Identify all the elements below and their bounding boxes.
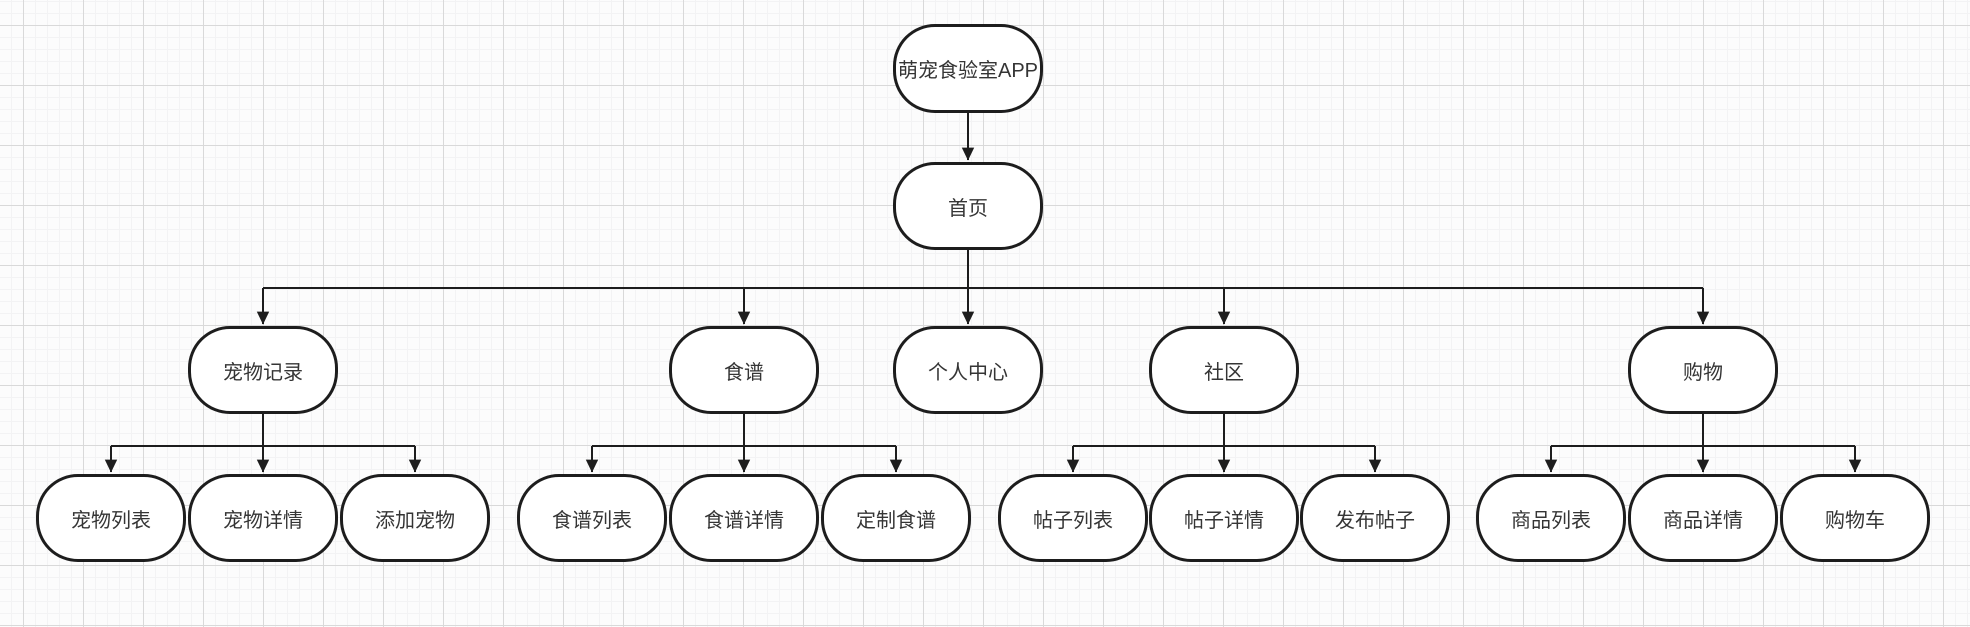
node-product-detail[interactable]: 商品详情 xyxy=(1628,474,1778,562)
node-post-detail[interactable]: 帖子详情 xyxy=(1149,474,1299,562)
node-recipe-detail[interactable]: 食谱详情 xyxy=(669,474,819,562)
node-profile-center[interactable]: 个人中心 xyxy=(893,326,1043,414)
node-pet-list[interactable]: 宠物列表 xyxy=(36,474,186,562)
node-pet-records[interactable]: 宠物记录 xyxy=(188,326,338,414)
node-add-pet[interactable]: 添加宠物 xyxy=(340,474,490,562)
node-custom-recipe[interactable]: 定制食谱 xyxy=(821,474,971,562)
node-cart[interactable]: 购物车 xyxy=(1780,474,1930,562)
node-product-list[interactable]: 商品列表 xyxy=(1476,474,1626,562)
node-create-post[interactable]: 发布帖子 xyxy=(1300,474,1450,562)
node-recipes[interactable]: 食谱 xyxy=(669,326,819,414)
node-shopping[interactable]: 购物 xyxy=(1628,326,1778,414)
node-post-list[interactable]: 帖子列表 xyxy=(998,474,1148,562)
node-community[interactable]: 社区 xyxy=(1149,326,1299,414)
node-recipe-list[interactable]: 食谱列表 xyxy=(517,474,667,562)
node-home[interactable]: 首页 xyxy=(893,162,1043,250)
node-app-root[interactable]: 萌宠食验室APP xyxy=(893,24,1043,113)
node-pet-detail[interactable]: 宠物详情 xyxy=(188,474,338,562)
